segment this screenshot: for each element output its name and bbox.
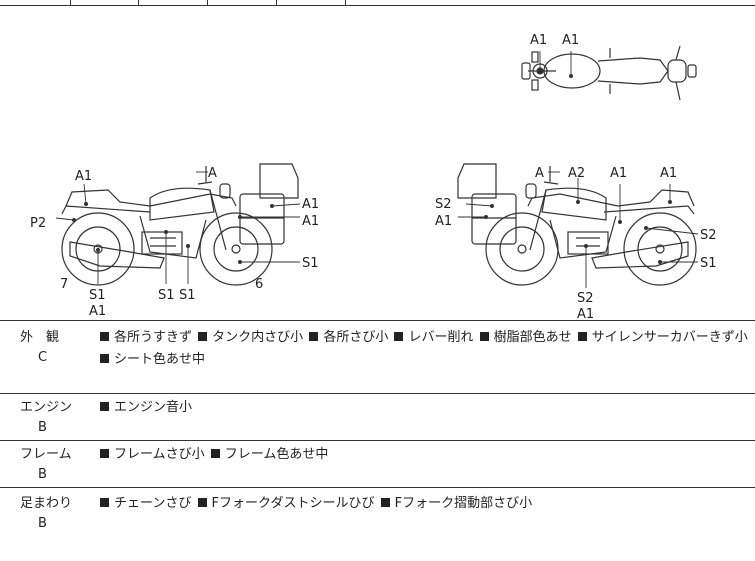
row-category: 外 観 C: [0, 328, 88, 368]
left-side-motorcycle: [61, 163, 299, 286]
item-text: シート色あせ中: [114, 352, 206, 367]
damage-label: S2: [435, 197, 452, 212]
bullet-square-icon: [100, 354, 109, 363]
row-category: フレーム B: [0, 445, 88, 485]
inspection-row-engine: エンジン B エンジン音小: [0, 394, 755, 441]
bullet-square-icon: [394, 332, 404, 341]
damage-label: 7: [60, 277, 68, 292]
row-items: エンジン音小: [98, 397, 748, 419]
damage-label: S1: [302, 256, 319, 271]
item-text: フレームさび小: [114, 447, 205, 462]
bullet-square-icon: [210, 449, 220, 458]
category-grade: B: [38, 516, 47, 531]
damage-label: S1: [89, 288, 106, 303]
item-text: サイレンサーカバーきず小: [591, 330, 748, 345]
category-name: エンジン: [20, 400, 73, 415]
damage-label: S1: [179, 288, 196, 303]
bullet-square-icon: [577, 332, 587, 341]
damage-label: S2: [577, 291, 594, 306]
damage-label: A1: [302, 197, 319, 212]
damage-label: S2: [700, 228, 717, 243]
bullet-square-icon: [100, 498, 109, 507]
category-grade: B: [38, 467, 47, 482]
bullet-square-icon: [479, 332, 489, 341]
top-view-motorcycle: [521, 45, 697, 101]
bullet-square-icon: [309, 332, 319, 341]
category-grade: B: [38, 420, 47, 435]
damage-label: S1: [158, 288, 175, 303]
bullet-square-icon: [100, 332, 109, 341]
right-side-motorcycle: [457, 163, 697, 286]
item-text: 各所うすきず: [114, 330, 193, 345]
bullet-square-icon: [380, 498, 390, 507]
item-text: Fフォーク摺動部さび小: [394, 496, 533, 511]
damage-label: S1: [700, 256, 717, 271]
damage-label: A1: [89, 304, 106, 319]
bullet-square-icon: [100, 449, 109, 458]
item-text: エンジン音小: [114, 400, 193, 415]
inspection-row-suspension: 足まわり B チェーンさび Fフォークダストシールひび Fフォーク摺動部さび小: [0, 488, 755, 561]
item-text: レバー削れ: [408, 330, 474, 345]
damage-label: A1: [660, 166, 677, 181]
bullet-square-icon: [198, 332, 208, 341]
bullet-square-icon: [100, 402, 109, 411]
damage-label: P2: [30, 216, 46, 231]
row-category: エンジン B: [0, 398, 88, 438]
item-text: フレーム色あせ中: [224, 447, 329, 462]
row-category: 足まわり B: [0, 494, 88, 534]
item-text: チェーンさび: [114, 496, 192, 511]
inspection-row-exterior: 外 観 C 各所うすきず タンク内さび小 各所さび小 レバー削れ 樹脂部色あせ …: [0, 322, 755, 394]
damage-label: A2: [568, 166, 585, 181]
inspection-row-frame: フレーム B フレームさび小 フレーム色あせ中: [0, 441, 755, 488]
damage-label: A1: [435, 214, 452, 229]
damage-label: 6: [255, 277, 263, 292]
damage-label: A1: [610, 166, 627, 181]
category-name: 足まわり: [20, 496, 73, 511]
category-grade: C: [38, 350, 48, 365]
damage-label: A1: [530, 33, 547, 48]
motorcycle-diagram: A1 A1 A1 A P2 A1 A1 7 S1 S1 S1 A1 6 S1 A…: [30, 33, 717, 321]
damage-label: A1: [577, 307, 594, 321]
item-text: Fフォークダストシールひび: [211, 496, 375, 511]
table-header-strip: [0, 0, 755, 6]
item-text: 樹脂部色あせ: [493, 330, 572, 345]
damage-label: A: [535, 166, 544, 181]
row-items: 各所うすきず タンク内さび小 各所さび小 レバー削れ 樹脂部色あせ サイレンサー…: [98, 327, 748, 371]
damage-label: A1: [302, 214, 319, 229]
damage-label: A: [208, 166, 217, 181]
bullet-square-icon: [197, 498, 207, 507]
item-text: 各所さび小: [323, 330, 389, 345]
damage-label: A1: [75, 169, 92, 184]
row-items: チェーンさび Fフォークダストシールひび Fフォーク摺動部さび小: [98, 493, 748, 515]
item-text: タンク内さび小: [212, 330, 304, 345]
damage-label: A1: [562, 33, 579, 48]
category-name: 外 観: [20, 330, 60, 345]
row-items: フレームさび小 フレーム色あせ中: [98, 444, 748, 466]
category-name: フレーム: [20, 447, 72, 462]
damage-diagram: A1 A1 A1 A P2 A1 A1 7 S1 S1 S1 A1 6 S1 A…: [0, 6, 755, 321]
